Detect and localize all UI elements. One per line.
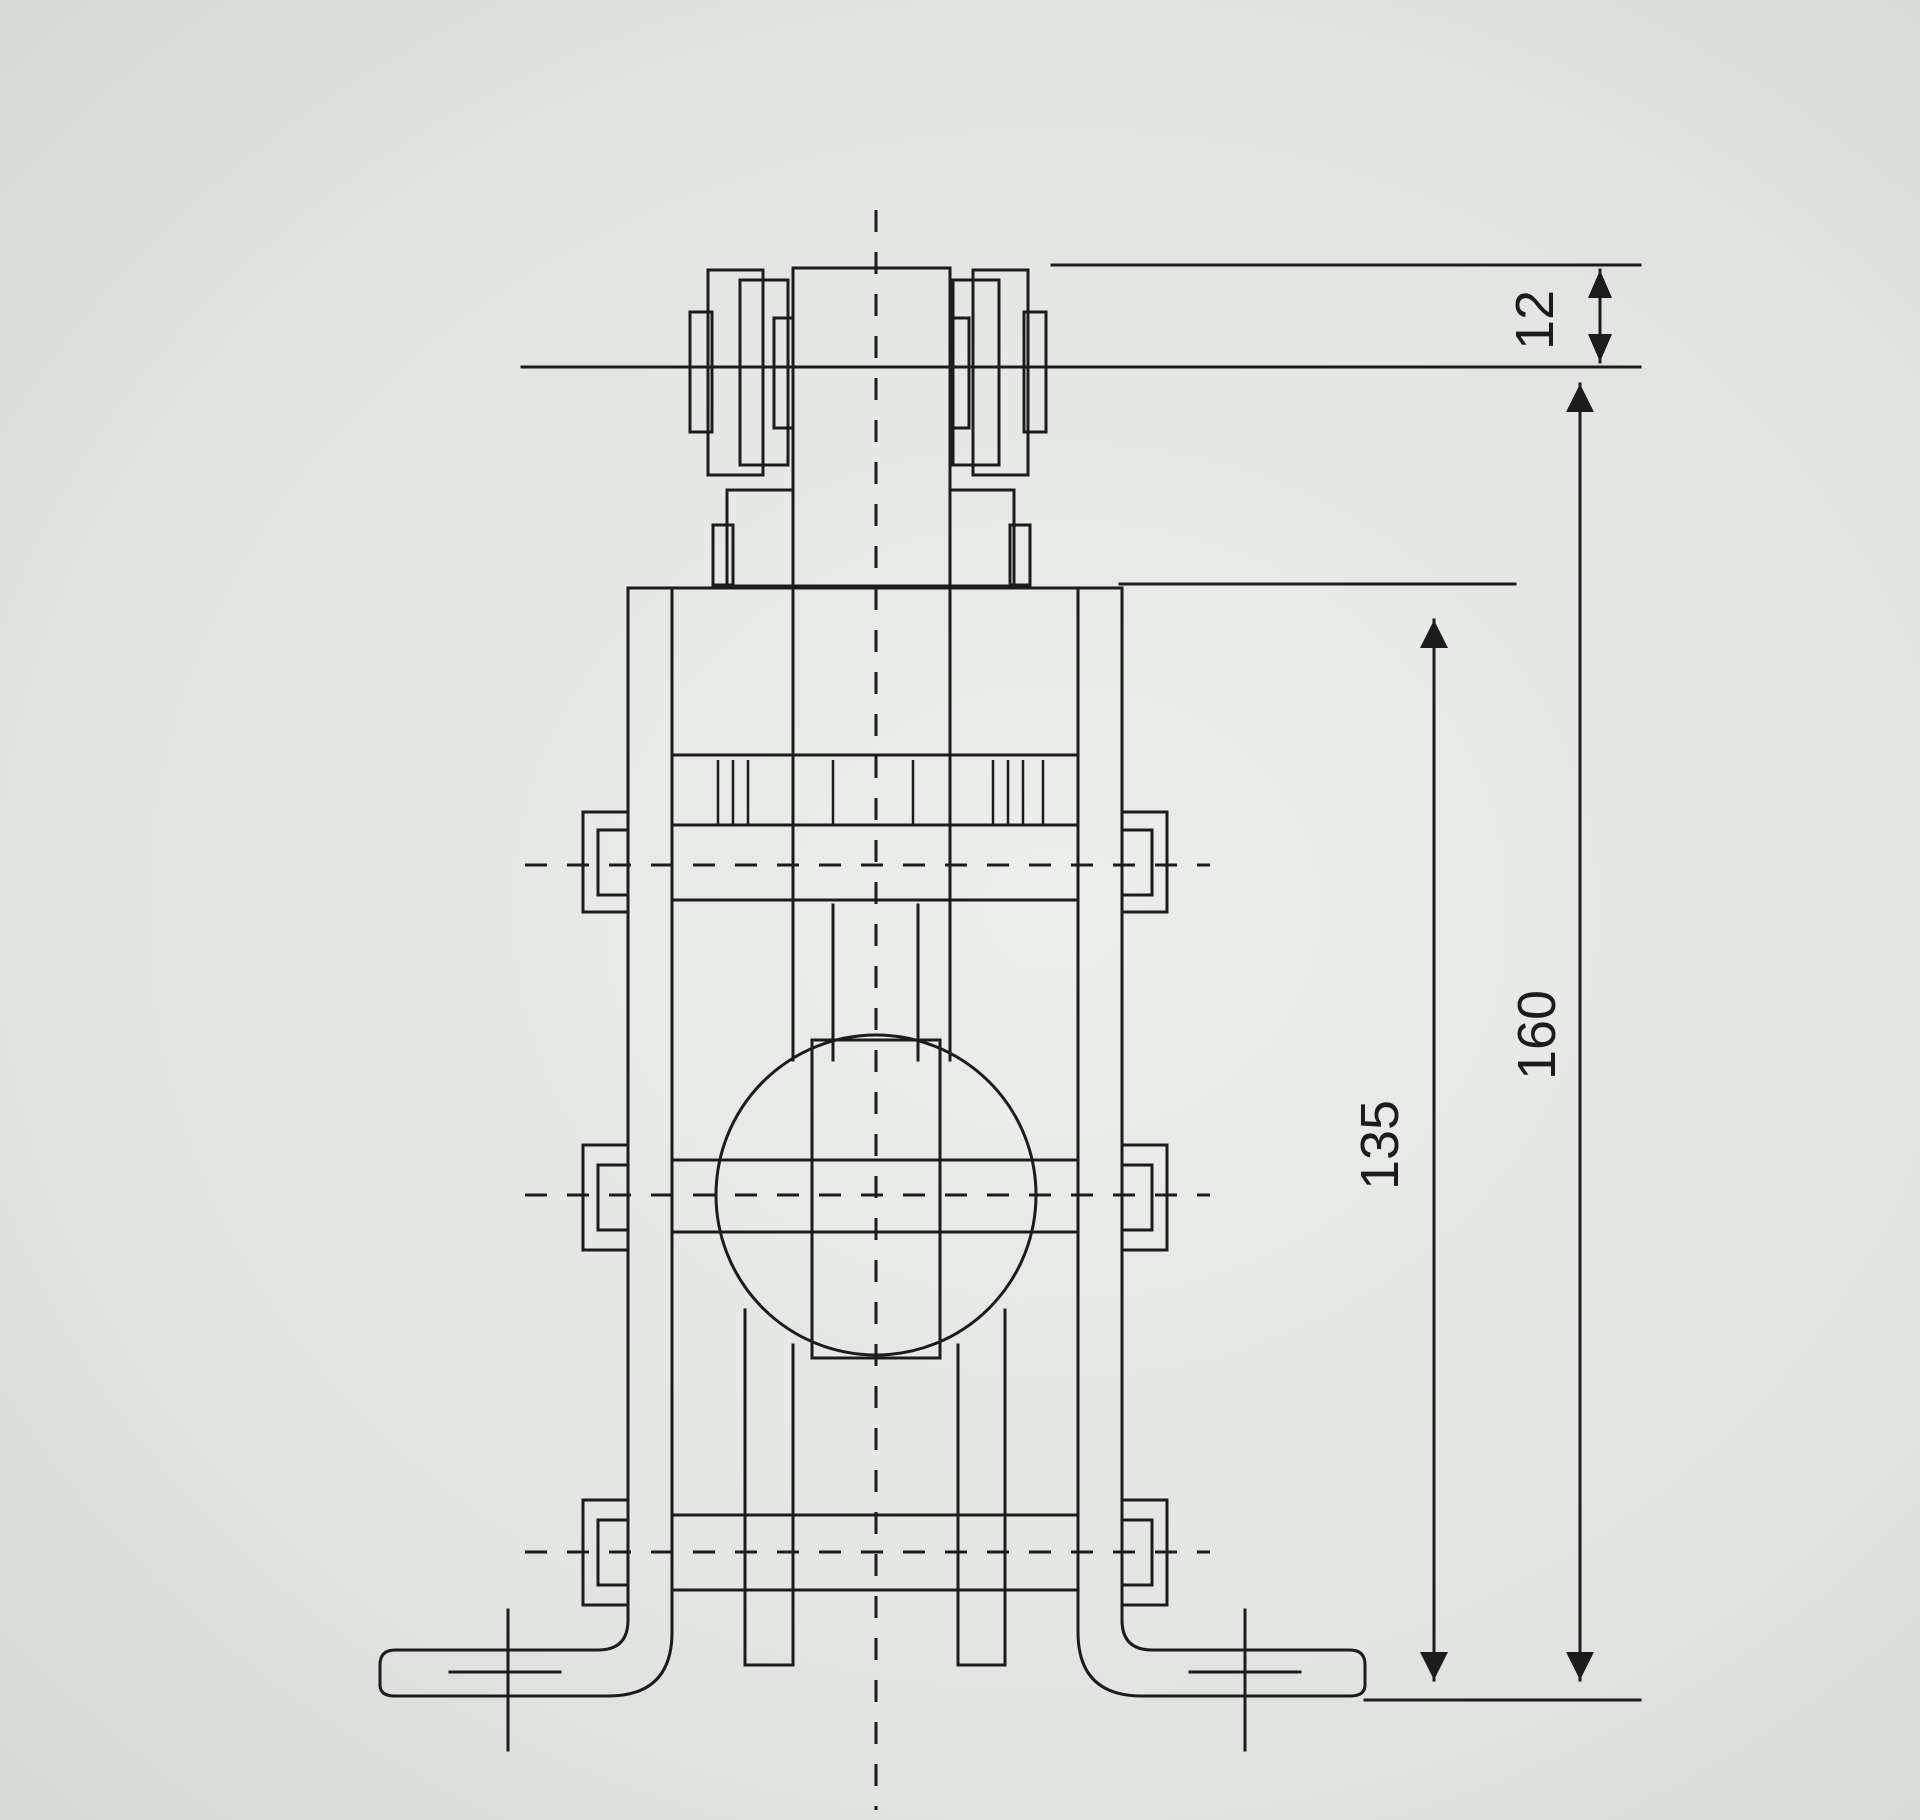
left-flange-outer [706, 268, 765, 477]
bolt-head-left-middle [581, 1143, 630, 1252]
bolt-nut-left-lower [596, 1518, 630, 1587]
left-angle-bracket [378, 586, 674, 1698]
arrow-135-bottom [1420, 1652, 1448, 1680]
top-stem [791, 266, 952, 588]
left-flange-inner [738, 278, 790, 467]
bolt-nut-right-middle [1120, 1163, 1154, 1232]
arrow-12-top [1588, 270, 1612, 298]
arrow-135-top [1420, 620, 1448, 648]
arrow-12-bottom [1588, 334, 1612, 362]
dimension-lines [1420, 268, 1612, 1682]
bolt-nut-right-lower [1120, 1518, 1154, 1587]
clamp-insert [810, 1038, 942, 1360]
right-lower-washer [1008, 523, 1032, 587]
bolts [581, 810, 1169, 1607]
bolt-nut-left-upper [596, 828, 630, 897]
arrow-160-bottom [1566, 1652, 1594, 1680]
top-cap-assembly [688, 266, 1048, 588]
bolt-nut-right-upper [1120, 828, 1154, 897]
middle-crossbar [670, 1158, 1080, 1234]
mounting-hole-marks [448, 1608, 1302, 1752]
upper-crossbar [670, 753, 1080, 902]
right-angle-bracket [1076, 586, 1367, 1698]
conductor-clamp [670, 1033, 1080, 1360]
right-washer [1022, 310, 1048, 434]
left-lower-block [725, 488, 795, 588]
lower-crossbar [670, 1513, 1080, 1592]
bolt-head-right-middle [1120, 1143, 1169, 1252]
bolt-head-left-upper [581, 810, 630, 914]
conductor-circle [714, 1033, 1038, 1357]
left-spacer [772, 316, 795, 430]
right-spacer [948, 316, 971, 430]
left-washer [688, 310, 714, 434]
bolt-head-right-upper [1120, 810, 1169, 914]
dim-label-12: 12 [1505, 290, 1565, 350]
center-lines [525, 210, 1210, 1810]
extension-lines [520, 263, 1642, 1702]
right-lower-block [948, 488, 1016, 588]
arrow-160-top [1566, 384, 1594, 412]
upper-crossbar-bar [670, 823, 1080, 902]
dim-label-160: 160 [1507, 990, 1567, 1080]
dim-label-135: 135 [1350, 1100, 1410, 1190]
bolt-nut-left-middle [596, 1163, 630, 1232]
bracket-frame [378, 586, 1367, 1698]
right-flange-outer [971, 268, 1030, 477]
left-lower-washer [711, 523, 735, 587]
right-flange-inner [951, 278, 1001, 467]
lower-rods [670, 1308, 1080, 1667]
dimension-labels: 12 135 160 [1350, 290, 1567, 1190]
